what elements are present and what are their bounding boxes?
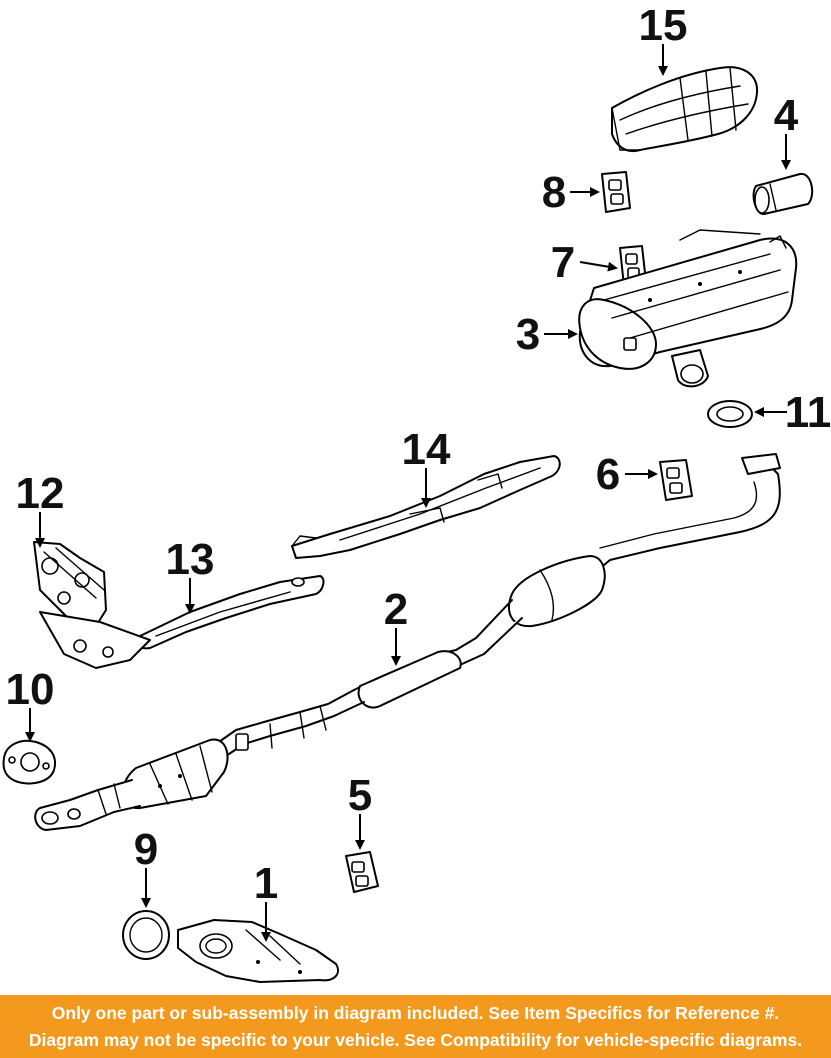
callout-numbers: 15 4 8 7 3 11 6 14 12 13 2 10 5 9 1 [6, 1, 831, 908]
disclaimer-banner: Only one part or sub-assembly in diagram… [0, 995, 831, 1058]
leader-7 [579, 261, 618, 272]
part-4-exhaust-tip[interactable] [752, 172, 814, 215]
callout-6: 6 [596, 450, 620, 499]
callout-leaders [25, 44, 791, 942]
part-2-exhaust-pipe-assembly[interactable] [34, 453, 781, 831]
callout-1: 1 [254, 859, 278, 908]
part-5-exhaust-hanger[interactable] [345, 851, 379, 893]
callout-15: 15 [639, 1, 688, 50]
disclaimer-line-1: Only one part or sub-assembly in diagram… [51, 1003, 780, 1023]
part-8-exhaust-hanger[interactable] [601, 171, 631, 213]
exhaust-system-diagram: 15 4 8 7 3 11 6 14 12 13 2 10 5 9 1 [2, 1, 831, 983]
callout-5: 5 [348, 771, 372, 820]
callout-4: 4 [774, 91, 799, 140]
part-15-rear-heat-shield[interactable] [611, 66, 759, 152]
part-13-front-heat-shield[interactable] [135, 575, 325, 650]
part-6-exhaust-hanger[interactable] [659, 459, 693, 501]
callout-9: 9 [134, 825, 158, 874]
part-11-gasket[interactable] [707, 400, 753, 428]
disclaimer-line-2: Diagram may not be specific to your vehi… [28, 1030, 803, 1050]
part-10-gasket[interactable] [2, 739, 56, 785]
part-1-heat-shield[interactable] [177, 919, 339, 983]
callout-10: 10 [6, 665, 55, 714]
callout-7: 7 [551, 238, 575, 287]
callout-13: 13 [166, 535, 215, 584]
callout-2: 2 [384, 585, 408, 634]
part-9-seal-ring[interactable] [122, 910, 170, 960]
callout-12: 12 [16, 469, 65, 518]
callout-14: 14 [402, 425, 451, 474]
part-3-muffler[interactable] [578, 229, 798, 388]
part-12-manifold-heat-shield[interactable] [33, 541, 151, 669]
callout-8: 8 [542, 168, 566, 217]
callout-3: 3 [516, 310, 540, 359]
callout-11: 11 [785, 388, 831, 437]
